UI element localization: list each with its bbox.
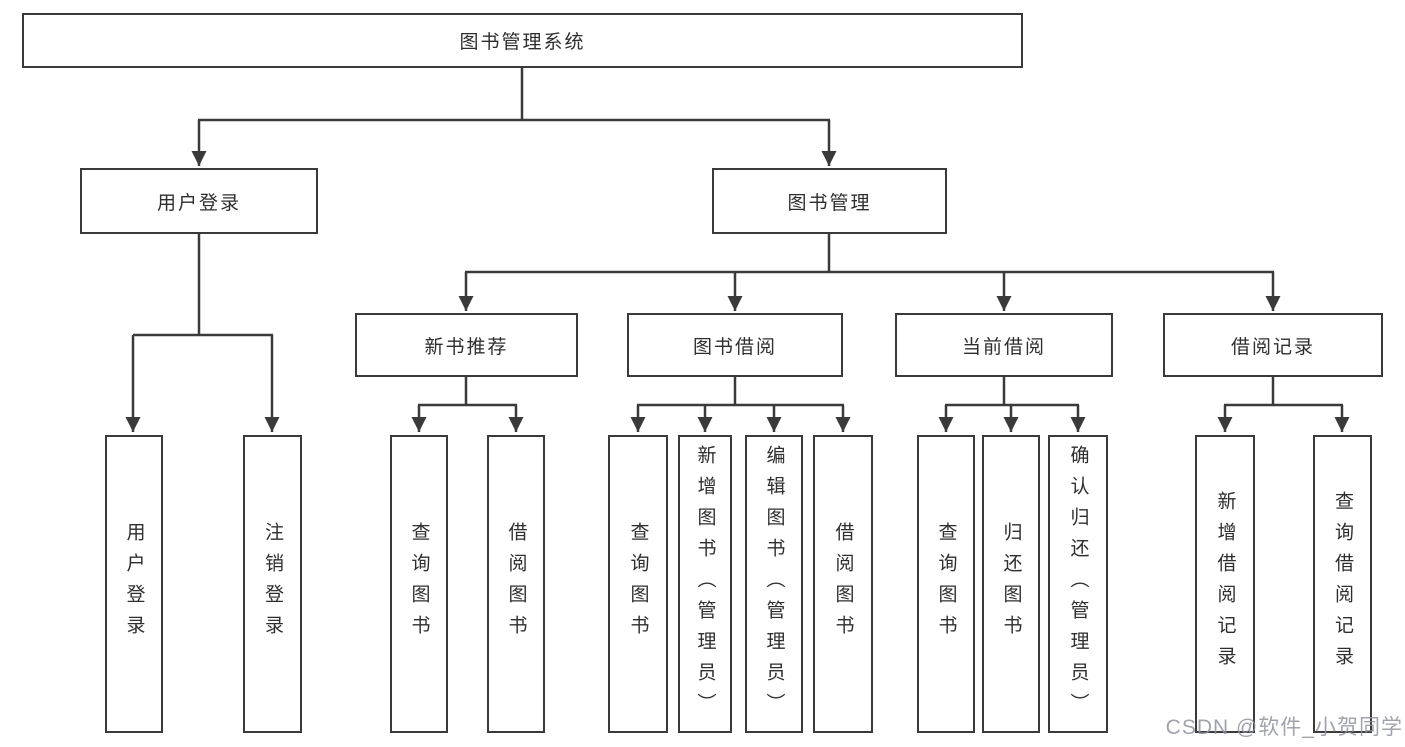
- leaf-query-books-current-label: 查询图书: [935, 522, 957, 646]
- node-book-management-label: 图书管理: [787, 192, 872, 214]
- leaf-query-books-current: 查询图书: [917, 435, 975, 733]
- node-borrow-records-label: 借阅记录: [1230, 336, 1315, 358]
- node-book-borrow: 图书借阅: [627, 313, 843, 377]
- leaf-query-books-recommend-label: 查询图书: [408, 522, 430, 646]
- node-book-borrow-label: 图书借阅: [692, 336, 777, 358]
- node-root-label: 图书管理系统: [459, 32, 586, 53]
- leaf-query-books-recommend: 查询图书: [390, 435, 448, 733]
- leaf-logout: 注销登录: [243, 435, 302, 733]
- node-user-login-label: 用户登录: [156, 192, 241, 214]
- leaf-add-books-admin: 新增图书（管理员）: [678, 435, 732, 733]
- node-book-management: 图书管理: [712, 168, 947, 234]
- leaf-add-borrow-record-label: 新增借阅记录: [1214, 491, 1236, 677]
- node-root: 图书管理系统: [22, 13, 1023, 68]
- leaf-borrow-books-label: 借阅图书: [832, 522, 854, 646]
- node-new-book-recommend: 新书推荐: [355, 313, 578, 377]
- leaf-query-books-borrow-label: 查询图书: [627, 522, 649, 646]
- leaf-borrow-books: 借阅图书: [813, 435, 873, 733]
- leaf-add-borrow-record: 新增借阅记录: [1195, 435, 1255, 733]
- leaf-add-books-admin-label: 新增图书（管理员）: [694, 444, 716, 724]
- leaf-return-books: 归还图书: [982, 435, 1040, 733]
- leaf-edit-books-admin: 编辑图书（管理员）: [745, 435, 803, 733]
- connector-arrow-lines: [125, 120, 1350, 432]
- leaf-borrow-books-recommend-label: 借阅图书: [505, 522, 527, 646]
- leaf-query-borrow-record: 查询借阅记录: [1313, 435, 1372, 733]
- leaf-user-login-label: 用户登录: [123, 522, 145, 646]
- watermark: CSDN @软件_小贺同学: [1165, 716, 1403, 739]
- leaf-query-books-borrow: 查询图书: [608, 435, 668, 733]
- node-new-book-recommend-label: 新书推荐: [424, 336, 509, 358]
- leaf-confirm-return-admin-label: 确认归还（管理员）: [1067, 444, 1089, 724]
- leaf-confirm-return-admin: 确认归还（管理员）: [1048, 435, 1108, 733]
- node-borrow-records: 借阅记录: [1163, 313, 1383, 377]
- leaf-user-login: 用户登录: [105, 435, 163, 733]
- leaf-edit-books-admin-label: 编辑图书（管理员）: [763, 444, 785, 724]
- node-user-login: 用户登录: [80, 168, 318, 234]
- leaf-logout-label: 注销登录: [262, 522, 283, 646]
- leaf-return-books-label: 归还图书: [1000, 522, 1022, 646]
- leaf-borrow-books-recommend: 借阅图书: [487, 435, 545, 733]
- leaf-query-borrow-record-label: 查询借阅记录: [1332, 491, 1353, 677]
- node-current-borrow: 当前借阅: [895, 313, 1113, 377]
- node-current-borrow-label: 当前借阅: [961, 336, 1046, 358]
